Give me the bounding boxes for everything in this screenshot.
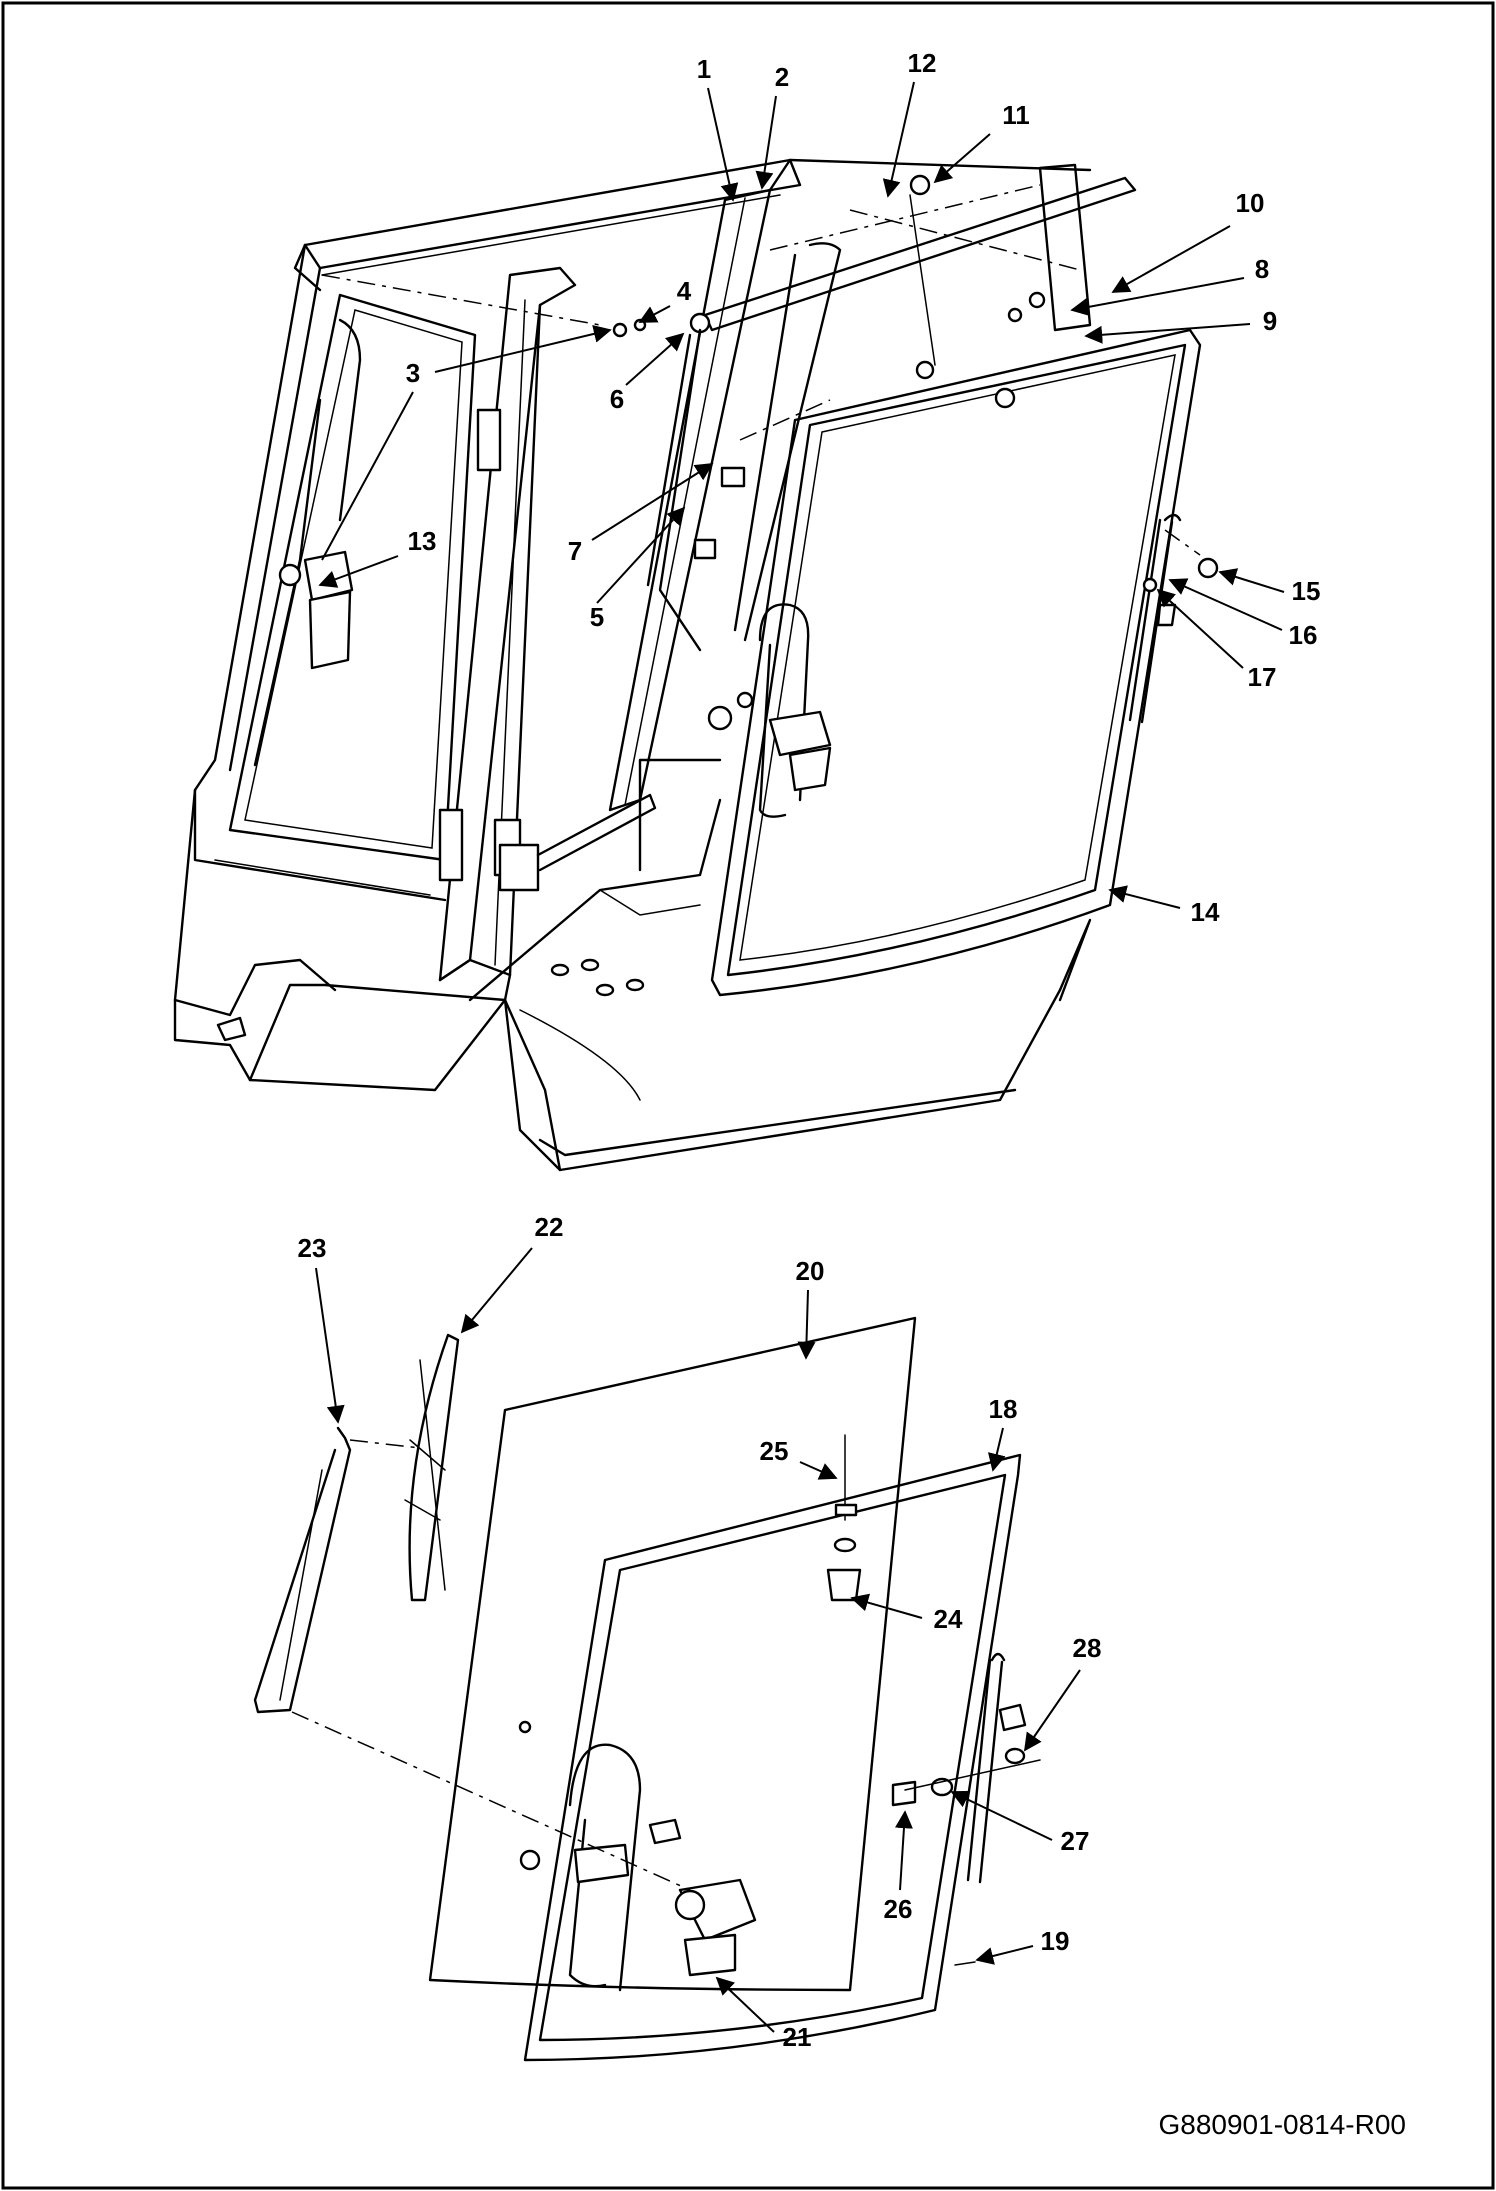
svg-text:27: 27 [1061,1826,1090,1856]
callout-20: 20 [796,1256,825,1360]
callout-4: 4 [638,276,692,323]
callout-19: 19 [975,1926,1070,1965]
cab-assembly-drawing [173,158,1219,1172]
callout-24: 24 [850,1593,963,1634]
svg-text:28: 28 [1073,1633,1102,1663]
svg-text:3: 3 [406,358,420,388]
svg-text:12: 12 [908,48,937,78]
callout-6: 6 [610,332,685,414]
callouts-lower: 18 19 20 21 22 23 24 25 [298,1212,1102,2052]
svg-text:5: 5 [590,602,604,632]
svg-text:4: 4 [677,276,692,306]
callout-28: 28 [1023,1633,1102,1752]
callout-2: 2 [755,62,789,190]
callout-23: 23 [298,1233,345,1424]
svg-text:8: 8 [1255,254,1269,284]
callout-11: 11 [933,100,1030,184]
callout-22: 22 [460,1212,564,1334]
callout-14: 14 [1108,885,1220,927]
callout-9: 9 [1084,306,1277,344]
callout-25: 25 [760,1436,838,1480]
svg-text:7: 7 [568,536,582,566]
callout-8: 8 [1070,254,1269,316]
callout-5: 5 [590,506,686,632]
door-exploded-drawing [253,1316,1041,2062]
svg-text:23: 23 [298,1233,327,1263]
svg-text:22: 22 [535,1212,564,1242]
callout-10: 10 [1111,188,1265,293]
svg-text:25: 25 [760,1436,789,1466]
svg-text:21: 21 [783,2022,812,2052]
svg-text:24: 24 [934,1604,963,1634]
callout-13: 13 [318,526,437,588]
callout-12: 12 [882,48,937,198]
svg-text:14: 14 [1191,897,1220,927]
svg-text:10: 10 [1236,188,1265,218]
drawing-number: G880901-0814-R00 [1158,2109,1406,2140]
svg-text:6: 6 [610,384,624,414]
svg-text:15: 15 [1292,576,1321,606]
callout-15: 15 [1218,568,1321,606]
svg-text:11: 11 [1002,100,1030,130]
svg-text:18: 18 [989,1394,1018,1424]
callout-7: 7 [568,463,714,566]
callouts-upper: 1 2 3 4 5 6 7 8 [318,48,1321,927]
svg-text:19: 19 [1041,1926,1070,1956]
svg-text:1: 1 [697,54,711,84]
svg-text:26: 26 [884,1894,913,1924]
svg-text:9: 9 [1263,306,1277,336]
callout-3: 3 [321,325,612,561]
callout-1: 1 [697,54,739,202]
svg-text:20: 20 [796,1256,825,1286]
callout-26: 26 [884,1810,913,1924]
svg-text:13: 13 [408,526,437,556]
svg-text:16: 16 [1289,620,1318,650]
callout-27: 27 [950,1790,1090,1856]
callout-16: 16 [1168,578,1318,650]
svg-text:2: 2 [775,62,789,92]
svg-text:17: 17 [1248,662,1277,692]
callout-17: 17 [1156,588,1277,692]
callout-18: 18 [987,1394,1018,1472]
callout-21: 21 [715,1976,812,2052]
